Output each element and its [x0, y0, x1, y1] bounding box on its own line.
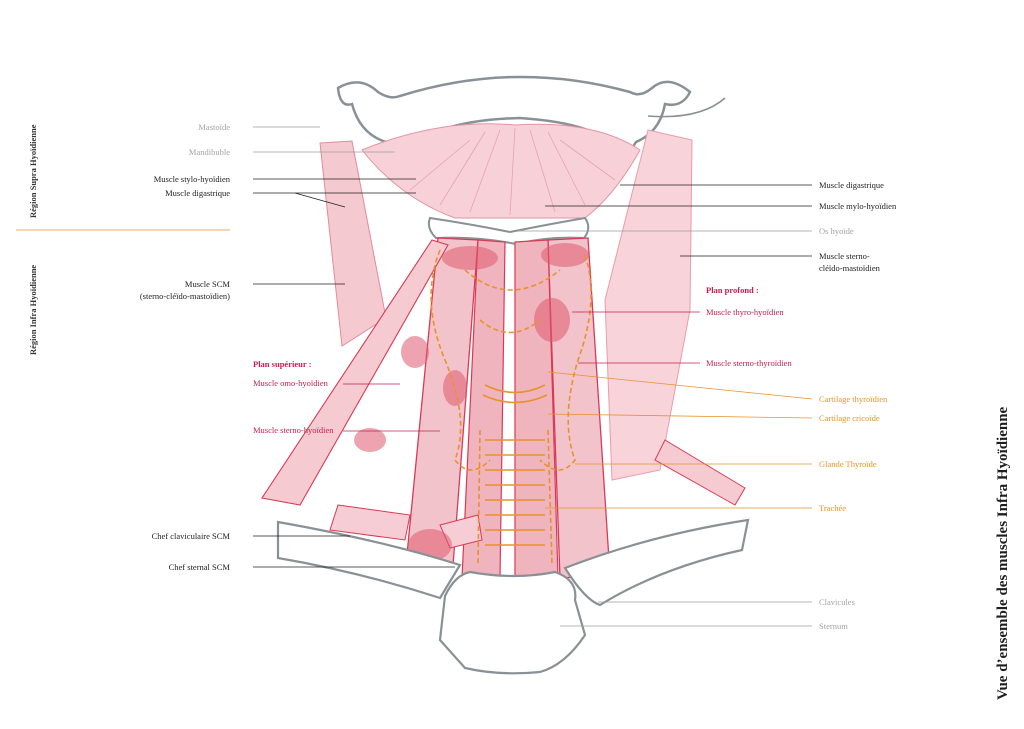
cricoid-cartilage	[484, 384, 546, 394]
mandible-ramus-right	[647, 97, 726, 118]
label-mastoide: Mastoïde	[198, 122, 230, 132]
label-sterno-hyoidien: Muscle sterno-hyoïdien	[253, 425, 334, 435]
scm-right	[604, 129, 693, 481]
label-cartilage-thyroidien: Cartilage thyroïdien	[819, 394, 888, 404]
clavicle-right	[563, 518, 750, 607]
label-trachee: Trachée	[819, 503, 847, 513]
label-sterno-thyroidien: Muscle sterno-thyroïdien	[706, 358, 792, 368]
sternum	[438, 570, 587, 675]
label-os-hyoide: Os hyoïde	[819, 226, 854, 236]
supra-hyoid-fan	[361, 123, 641, 219]
page-title: Vue d’ensemble des muscles Infra Hyoïdie…	[995, 406, 1011, 700]
region-supra-label: Région Supra Hyoïdienne	[28, 124, 38, 218]
thyroid-cartilage	[464, 269, 561, 291]
region-infra-label: Région Infra Hyoïdienne	[28, 264, 38, 355]
scm-clavicular-head	[329, 504, 411, 541]
label-sternum: Sternum	[819, 621, 848, 631]
label-glande-thyroide: Glande Thyroïde	[819, 459, 877, 469]
label-cartilage-cricoide: Cartilage cricoïde	[819, 413, 880, 423]
omo-hyoid-right-tendon	[654, 439, 746, 506]
scm-left	[319, 140, 387, 347]
label-omo-hyoidien: Muscle omo-hyoïdien	[253, 378, 328, 388]
label-digastrique-left: Muscle digastrique	[165, 188, 230, 198]
label-scm-right-2: cléïdo-mastoïdien	[819, 263, 880, 273]
trachea	[477, 429, 553, 566]
label-stylo-hyoidien: Muscle stylo-hyoïdien	[153, 174, 230, 184]
label-scm-right-1: Muscle sterno-	[819, 251, 870, 261]
label-scm-left-2: (sterno-cléïdo-mastoïdien)	[139, 291, 230, 301]
thyroid-gland-right	[539, 254, 592, 471]
label-mylo-hyoidien: Muscle mylo-hyoïdien	[819, 201, 897, 211]
clavicle-left	[276, 520, 462, 600]
omo-hyoid-left	[261, 239, 449, 506]
label-chef-sternal: Chef sternal SCM	[168, 562, 230, 572]
label-mandibule: Mandibuble	[188, 147, 230, 157]
sterno-hyoid-right	[547, 237, 611, 579]
label-thyro-hyoidien: Muscle thyro-hyoïdien	[706, 307, 784, 317]
label-chef-claviculaire: Chef claviculaire SCM	[151, 531, 230, 541]
label-scm-left-1: Muscle SCM	[184, 279, 230, 289]
thyroid-gland-left	[430, 249, 491, 471]
label-plan-profond: Plan profond :	[706, 285, 759, 295]
label-plan-superieur: Plan supérieur :	[253, 359, 312, 369]
label-clavicules: Clavicules	[819, 597, 855, 607]
label-digastrique-right: Muscle digastrique	[819, 180, 884, 190]
